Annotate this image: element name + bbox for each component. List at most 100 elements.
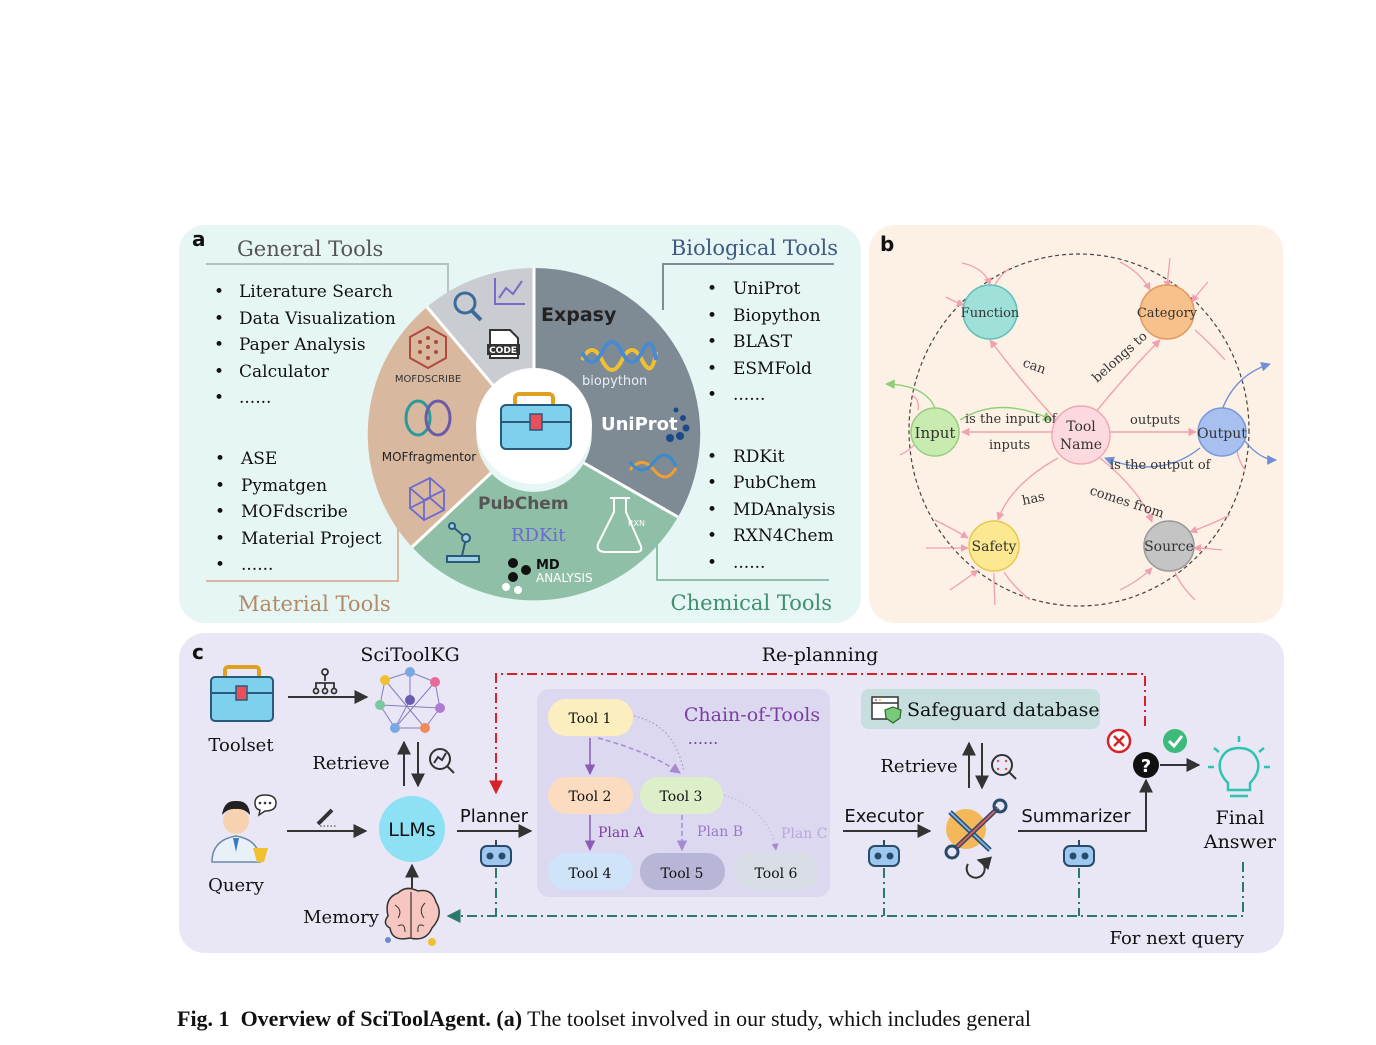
list-item: MOFdscribe bbox=[241, 502, 348, 522]
planner-robot-icon bbox=[480, 840, 512, 867]
executor-label: Executor bbox=[844, 806, 924, 827]
pubchem-logo: PubChem bbox=[478, 494, 569, 514]
list-item: ...... bbox=[241, 555, 273, 575]
svg-text:Tool: Tool bbox=[1066, 419, 1096, 435]
svg-text:•: • bbox=[215, 555, 225, 575]
svg-text:MD: MD bbox=[536, 558, 560, 573]
panel-c: c Toolset SciToolKG R bbox=[179, 633, 1284, 953]
wrench-screwdriver-icon bbox=[944, 798, 1008, 879]
mofdscribe-logo: MOFDSCRIBE bbox=[395, 325, 461, 385]
ring-segment-biological bbox=[534, 267, 701, 517]
ring-segment-material bbox=[367, 307, 497, 547]
svg-text:•: • bbox=[215, 476, 225, 496]
svg-text:•: • bbox=[214, 309, 224, 329]
toolbox-icon bbox=[500, 392, 572, 450]
biological-tools-title: Biological Tools bbox=[671, 236, 838, 260]
svg-text:Source: Source bbox=[1144, 539, 1194, 555]
panel-a: a General Tools Material Tools Biologica… bbox=[179, 225, 861, 623]
svg-text:CODE: CODE bbox=[489, 346, 517, 356]
safeguard-label: Safeguard database bbox=[907, 699, 1100, 721]
list-item: MDAnalysis bbox=[733, 500, 835, 520]
chemical-tools-list: •RDKit •PubChem •MDAnalysis •RXN4Chem •.… bbox=[707, 447, 835, 573]
svg-text:is the output of: is the output of bbox=[1110, 458, 1212, 473]
bio-bracket bbox=[662, 263, 834, 310]
caption-text: The toolset involved in our study, which… bbox=[527, 1006, 1032, 1031]
executor-robot-icon bbox=[868, 840, 900, 867]
list-item: ...... bbox=[733, 385, 765, 405]
summarizer-to-check-arrow bbox=[1018, 778, 1153, 832]
svg-text:Tool 1: Tool 1 bbox=[569, 711, 612, 727]
node-safety bbox=[968, 520, 1020, 572]
replanning-label: Re-planning bbox=[762, 644, 879, 666]
tool-1-pill bbox=[548, 699, 633, 736]
svg-text:Tool 4: Tool 4 bbox=[569, 866, 612, 882]
hierarchy-icon bbox=[312, 668, 338, 695]
search-icon bbox=[453, 291, 483, 322]
query-label: Query bbox=[208, 875, 265, 896]
replanning-loop bbox=[489, 673, 1146, 795]
list-item: ...... bbox=[733, 553, 765, 573]
retrieve-kg-label: Retrieve bbox=[312, 753, 389, 774]
analytics-search-icon bbox=[429, 748, 455, 774]
svg-text:•: • bbox=[707, 385, 717, 405]
tool-4-pill bbox=[548, 853, 633, 890]
svg-text:outputs: outputs bbox=[1130, 413, 1180, 428]
tool-6-pill bbox=[734, 853, 818, 890]
lightbulb-icon bbox=[1208, 736, 1270, 798]
dna-icon bbox=[628, 453, 678, 479]
ring-segment-general bbox=[427, 267, 534, 390]
tool-3-pill bbox=[640, 777, 723, 814]
memory-label: Memory bbox=[303, 907, 380, 928]
svg-text:inputs: inputs bbox=[989, 438, 1030, 453]
svg-text:Tool 5: Tool 5 bbox=[661, 866, 704, 882]
svg-text:•: • bbox=[707, 332, 717, 352]
svg-text:•: • bbox=[214, 335, 224, 355]
list-item: ESMFold bbox=[733, 359, 812, 379]
list-item: RXN4Chem bbox=[733, 526, 834, 546]
svg-text:has: has bbox=[1021, 490, 1046, 509]
chain-more-dots: ...... bbox=[688, 729, 719, 748]
svg-text:is the input of: is the input of bbox=[965, 412, 1058, 427]
rdkit-logo: RDKit bbox=[511, 525, 566, 546]
llms-label: LLMs bbox=[388, 819, 435, 841]
crystal-lattice-icon bbox=[408, 476, 446, 522]
edge-has bbox=[996, 457, 1059, 521]
tool1-to-tool3-dotted bbox=[633, 715, 685, 773]
uniprot-dots bbox=[666, 407, 690, 442]
svg-text:•: • bbox=[215, 529, 225, 549]
general-tools-title: General Tools bbox=[237, 237, 383, 261]
final-answer-label-2: Answer bbox=[1203, 831, 1277, 853]
svg-text:Name: Name bbox=[1060, 437, 1102, 453]
graph-nodes: Function Category Input Tool Name Output… bbox=[910, 284, 1247, 572]
svg-text:Tool 3: Tool 3 bbox=[660, 789, 703, 805]
svg-text:•: • bbox=[215, 449, 225, 469]
svg-text:•: • bbox=[215, 502, 225, 522]
svg-text:Tool 6: Tool 6 bbox=[755, 866, 798, 882]
list-item: Paper Analysis bbox=[239, 335, 366, 355]
safeguard-database-box bbox=[861, 689, 1100, 729]
svg-text:RXN: RXN bbox=[628, 519, 645, 528]
svg-text:•: • bbox=[707, 447, 717, 467]
plan-c-label: Plan C bbox=[781, 826, 827, 842]
svg-text:biopython: biopython bbox=[582, 374, 647, 389]
edge-belongs-to bbox=[1094, 339, 1161, 414]
svg-text:•: • bbox=[214, 388, 224, 408]
llms-node bbox=[379, 796, 445, 862]
question-icon: ? bbox=[1133, 752, 1159, 778]
caption-part: (a) bbox=[496, 1006, 523, 1031]
panel-c-label: c bbox=[192, 640, 204, 664]
panel-b-label: b bbox=[880, 232, 894, 256]
toolset-icon bbox=[210, 665, 274, 722]
final-answer-label-1: Final bbox=[1216, 807, 1265, 829]
svg-text:?: ? bbox=[1141, 756, 1151, 777]
list-item: PubChem bbox=[733, 473, 816, 493]
central-relations bbox=[885, 339, 1277, 523]
plan-c-arrow bbox=[723, 794, 779, 851]
scientist-icon bbox=[211, 794, 277, 863]
retrieve-safeguard-label: Retrieve bbox=[880, 756, 957, 777]
code-file-icon: CODE bbox=[487, 329, 520, 359]
biopython-logo: biopython bbox=[580, 340, 658, 389]
node-category bbox=[1139, 284, 1195, 340]
general-tools-list: •Literature Search •Data Visualization •… bbox=[214, 282, 396, 408]
